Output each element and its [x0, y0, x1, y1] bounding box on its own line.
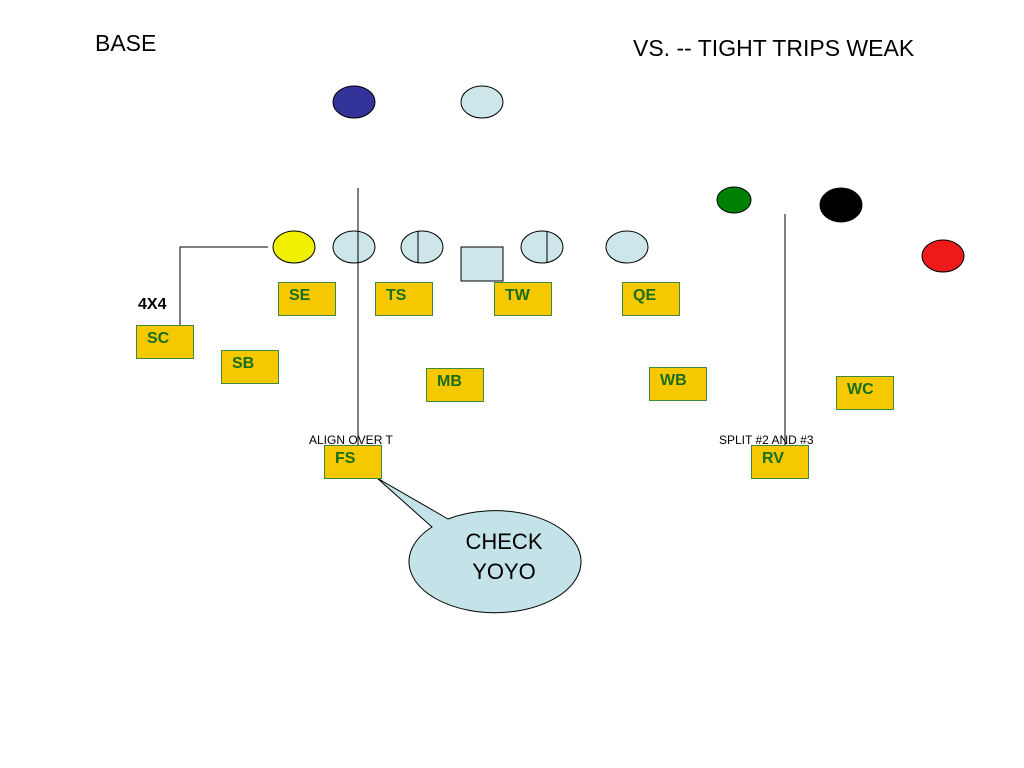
tackle-right: [520, 230, 564, 264]
callout-text: CHECK YOYO: [418, 527, 590, 587]
formation-title: VS. -- TIGHT TRIPS WEAK: [633, 35, 915, 61]
end-right: [605, 230, 649, 264]
position-tw: TW: [494, 282, 552, 316]
alignment-label: 4X4: [138, 296, 167, 313]
page-title: BASE: [95, 30, 157, 56]
position-qe: QE: [622, 282, 680, 316]
center: [460, 246, 504, 282]
position-rv: RV: [751, 445, 809, 479]
receiver-green: [716, 186, 752, 214]
receiver-black: [819, 187, 863, 223]
position-mb: MB: [426, 368, 484, 402]
position-ts: TS: [375, 282, 433, 316]
position-wb: WB: [649, 367, 707, 401]
fs-note: ALIGN OVER T: [309, 433, 393, 447]
position-fs: FS: [324, 445, 382, 479]
position-se: SE: [278, 282, 336, 316]
rv-note: SPLIT #2 AND #3: [719, 433, 814, 447]
receiver-yellow: [272, 230, 316, 264]
receiver-red: [921, 239, 965, 273]
position-wc: WC: [836, 376, 894, 410]
callout-bubble: [376, 477, 582, 614]
running-back-dark: [332, 85, 376, 119]
position-sb: SB: [221, 350, 279, 384]
callout-line-2: YOYO: [472, 559, 536, 584]
tackle-left: [400, 230, 444, 264]
position-sc: SC: [136, 325, 194, 359]
callout-line-1: CHECK: [465, 529, 543, 554]
sc-alignment-line: [179, 246, 268, 326]
tight-end: [332, 230, 376, 264]
quarterback: [460, 85, 504, 119]
